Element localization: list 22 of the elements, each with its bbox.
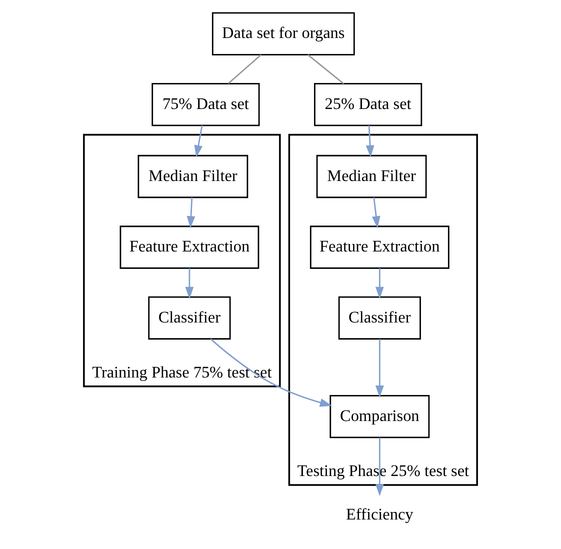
node-box: 75% Data set: [152, 83, 260, 126]
arrow: [366, 125, 374, 158]
arrow: [186, 197, 196, 228]
node-text: Efficiency: [346, 505, 414, 524]
node-box: Median Filter: [138, 154, 248, 198]
node-box: Classifier: [148, 296, 231, 340]
arrow: [210, 338, 332, 407]
arrow: [372, 197, 380, 228]
arrow: [375, 438, 384, 496]
node-box: Median Filter: [316, 154, 427, 198]
arrow: [375, 268, 384, 299]
arrow: [185, 268, 194, 299]
connector: [228, 54, 262, 84]
node-box: Feature Extraction: [120, 226, 260, 269]
arrow: [375, 339, 384, 398]
node-box: Data set for organs: [212, 12, 355, 56]
node-box: 25% Data set: [314, 83, 422, 126]
node-box: Feature Extraction: [310, 226, 450, 269]
arrow: [194, 125, 203, 158]
node-box: Comparison: [330, 395, 430, 438]
connector: [307, 54, 344, 84]
node-box: Classifier: [338, 296, 421, 340]
